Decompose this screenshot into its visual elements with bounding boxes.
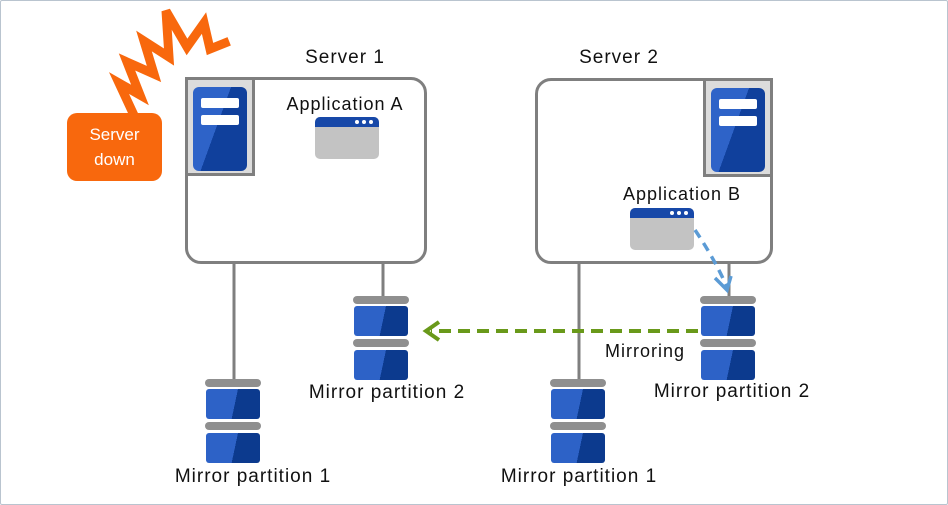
disk-cap	[205, 422, 261, 430]
disk-cap	[700, 339, 756, 347]
window-dot	[670, 211, 674, 215]
server2-partition1-label: Mirror partition 1	[500, 466, 658, 487]
window-dot	[362, 120, 366, 124]
disk-platter	[701, 306, 755, 336]
server2-icon	[703, 78, 773, 177]
server-led-bar	[201, 98, 239, 108]
server-down-text: Server down	[89, 124, 140, 170]
disk-cap	[353, 339, 409, 347]
dashed-arrow-left-head	[422, 320, 441, 342]
disk-platter	[206, 389, 260, 419]
disk-stack-icon-server1-partition1	[205, 379, 261, 463]
disk-stack-icon-server1-partition2	[353, 296, 409, 380]
disk-cap	[550, 422, 606, 430]
disk-platter	[354, 306, 408, 336]
application-a-label: Application A	[286, 94, 404, 114]
disk-cap	[700, 296, 756, 304]
disk-stack-icon-server2-partition2	[700, 296, 756, 380]
disk-platter	[701, 350, 755, 380]
window-dots	[670, 211, 688, 215]
disk-stack-icon-server2-partition1	[550, 379, 606, 463]
disk-cap	[353, 296, 409, 304]
server-down-badge: Server down	[67, 113, 162, 181]
server1-partition1-label: Mirror partition 1	[174, 466, 332, 487]
server-led-bar	[719, 99, 757, 109]
window-titlebar	[315, 117, 379, 127]
disk-platter	[551, 433, 605, 463]
application-b-label: Application B	[622, 184, 742, 204]
server-tower-icon	[711, 88, 765, 172]
server2-title: Server 2	[579, 47, 659, 68]
window-dot	[684, 211, 688, 215]
server1-title: Server 1	[305, 47, 385, 68]
app-window-icon	[630, 208, 694, 250]
server2-partition2-label: Mirror partition 2	[653, 381, 811, 402]
disk-cap	[205, 379, 261, 387]
window-dot	[677, 211, 681, 215]
disk-platter	[551, 389, 605, 419]
server-tower-icon	[193, 87, 247, 171]
window-dot	[355, 120, 359, 124]
server-led-bar	[201, 115, 239, 125]
disk-platter	[354, 350, 408, 380]
server-led-bar	[719, 116, 757, 126]
mirroring-label: Mirroring	[604, 341, 686, 361]
window-dots	[355, 120, 373, 124]
disk-platter	[206, 433, 260, 463]
disk-cap	[550, 379, 606, 387]
app-window-icon	[315, 117, 379, 159]
server1-icon	[185, 77, 255, 176]
server1-partition2-label: Mirror partition 2	[308, 382, 466, 403]
window-dot	[369, 120, 373, 124]
dashed-arrow-down-head	[713, 275, 733, 294]
window-titlebar	[630, 208, 694, 218]
